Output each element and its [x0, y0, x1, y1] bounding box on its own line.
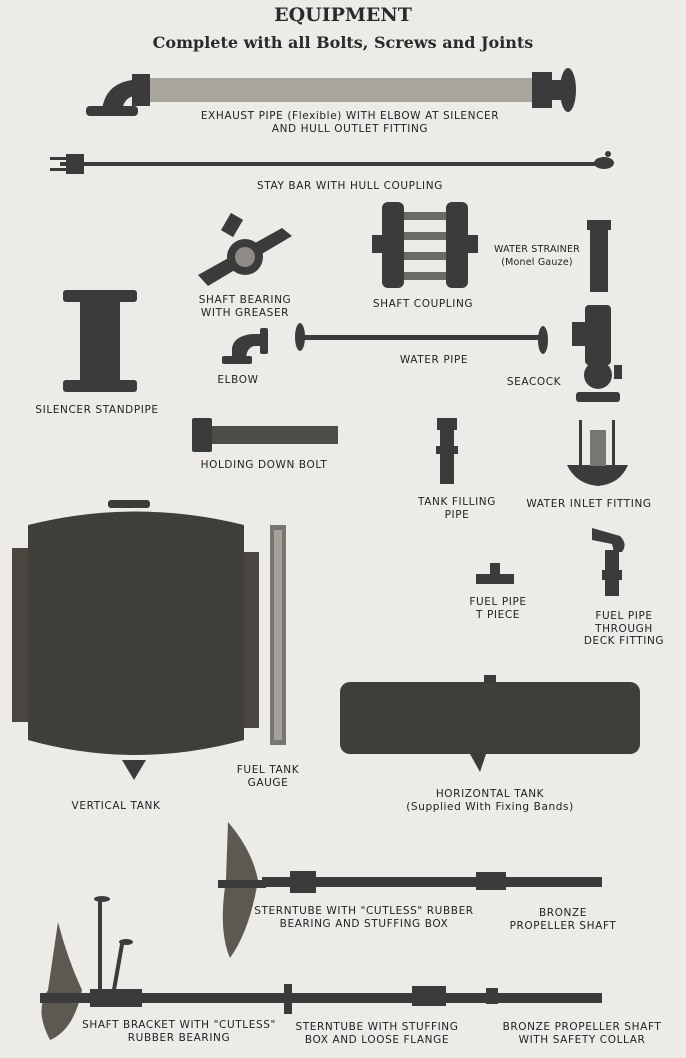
label-line: VERTICAL TANK: [71, 800, 161, 812]
vertical-tank-image: [12, 500, 259, 780]
page-title: EQUIPMENT: [274, 4, 412, 26]
label-water-inlet-fitting: WATER INLET FITTING: [526, 498, 651, 511]
tank-filling-pipe-image: [436, 418, 458, 484]
label-line: SHAFT BEARING: [198, 294, 292, 306]
fuel-tank-gauge-image: [270, 525, 286, 745]
label-line: DECK FITTING: [583, 635, 665, 647]
label-line: ELBOW: [217, 374, 259, 386]
label-line: HOLDING DOWN BOLT: [200, 459, 328, 471]
label-water-strainer: WATER STRAINER(Monel Gauze): [494, 244, 580, 269]
label-line: AND HULL OUTLET FITTING: [271, 122, 429, 135]
label-exhaust-pipe: EXHAUST PIPE (Flexible) WITH ELBOW AT SI…: [201, 110, 499, 135]
label-stay-bar: STAY BAR WITH HULL COUPLING: [257, 180, 443, 193]
label-line: WITH SAFETY COLLAR: [518, 1033, 646, 1046]
label-line: THROUGH: [595, 622, 653, 635]
label-line: SHAFT COUPLING: [372, 298, 474, 310]
label-line: PIPE: [444, 508, 470, 521]
holding-down-bolt-image: [192, 418, 338, 452]
label-line: T PIECE: [476, 608, 520, 621]
label-seacock: SEACOCK: [507, 376, 561, 389]
silencer-standpipe-image: [63, 290, 137, 392]
label-line: SILENCER STANDPIPE: [35, 404, 159, 416]
elbow-image: [222, 328, 268, 364]
label-line: BRONZE: [538, 907, 588, 919]
stay-bar-image: [50, 151, 614, 174]
label-line: STERNTUBE WITH STUFFING: [295, 1021, 459, 1033]
water-inlet-fitting-image: [567, 420, 628, 486]
water-strainer-image: [587, 220, 611, 292]
label-line: FUEL PIPE: [595, 610, 653, 622]
shaft-bracket-assembly-image: [40, 896, 602, 1040]
horizontal-tank-image: [340, 675, 640, 772]
label-line: SEACOCK: [506, 376, 562, 388]
label-line: BEARING AND STUFFING BOX: [279, 917, 449, 930]
label-line: SHAFT BRACKET WITH "CUTLESS": [82, 1019, 276, 1031]
label-line: WITH GREASER: [200, 306, 290, 319]
sterntube-cutless-assembly-image: [218, 822, 602, 958]
label-water-pipe: WATER PIPE: [400, 354, 468, 367]
label-line: WATER STRAINER: [494, 244, 580, 255]
label-line: GAUGE: [247, 776, 289, 789]
label-shaft-coupling: SHAFT COUPLING: [373, 298, 473, 311]
label-line: BOX AND LOOSE FLANGE: [304, 1033, 450, 1046]
shaft-coupling-image: [372, 202, 478, 288]
label-line: FUEL PIPE: [469, 596, 527, 608]
label-line: EXHAUST PIPE (Flexible) WITH ELBOW AT SI…: [200, 110, 500, 122]
label-line: WATER INLET FITTING: [526, 498, 652, 510]
shaft-bearing-image: [198, 212, 292, 286]
exhaust-pipe-image: [86, 68, 576, 116]
fuel-pipe-t-piece-image: [476, 563, 514, 584]
label-line: FUEL TANK: [236, 764, 300, 776]
label-line: TANK FILLING: [418, 496, 496, 508]
label-line: STAY BAR WITH HULL COUPLING: [257, 180, 443, 192]
label-holding-down-bolt: HOLDING DOWN BOLT: [201, 459, 328, 472]
label-line: BRONZE PROPELLER SHAFT: [502, 1021, 662, 1033]
label-elbow: ELBOW: [217, 374, 258, 387]
label-line: PROPELLER SHAFT: [509, 919, 617, 932]
label-line: WATER PIPE: [399, 354, 469, 366]
label-shaft-bracket: SHAFT BRACKET WITH "CUTLESS"RUBBER BEARI…: [82, 1019, 276, 1044]
seacock-image: [572, 305, 622, 402]
water-pipe-image: [295, 323, 548, 354]
label-silencer-standpipe: SILENCER STANDPIPE: [35, 404, 158, 417]
label-line: (Monel Gauze): [501, 256, 573, 268]
label-vertical-tank: VERTICAL TANK: [72, 800, 161, 813]
label-line: STERNTUBE WITH "CUTLESS" RUBBER: [254, 905, 474, 917]
page-subtitle: Complete with all Bolts, Screws and Join…: [152, 33, 534, 52]
label-line: RUBBER BEARING: [127, 1031, 231, 1044]
label-line: HORIZONTAL TANK: [435, 788, 545, 800]
label-horizontal-tank: HORIZONTAL TANK(Supplied With Fixing Ban…: [406, 788, 574, 813]
fuel-pipe-deck-fitting-image: [592, 528, 625, 596]
label-line: (Supplied With Fixing Bands): [406, 800, 574, 813]
